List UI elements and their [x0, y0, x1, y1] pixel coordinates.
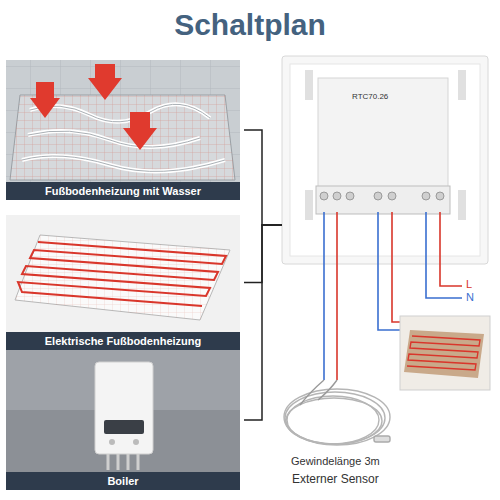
title: Schaltplan	[0, 8, 500, 42]
bracket-connector	[244, 130, 282, 225]
line-terminal: L	[466, 278, 472, 290]
panel-caption: Elektrische Fußbodenheizung	[6, 332, 240, 350]
picture-panel: Fußbodenheizung mit Wasser	[6, 60, 240, 200]
electric-floor-heating-picture	[6, 215, 240, 350]
neutral-terminal: N	[466, 291, 474, 303]
sensor-label: Externer Sensor	[292, 472, 379, 486]
model-number: RTC70.26	[352, 92, 388, 101]
picture-panel: Elektrische Fußbodenheizung	[6, 215, 240, 350]
water-floor-heating-picture	[6, 60, 240, 200]
thermostat-device: RTC70.26	[282, 56, 488, 264]
sensor-cable-coil	[284, 380, 390, 445]
picture-panel: Boiler	[6, 350, 240, 490]
panel-caption: Boiler	[6, 472, 240, 490]
boiler-picture	[6, 350, 240, 490]
cable-length: Gewindelänge 3m	[291, 455, 380, 467]
bracket-connector	[244, 225, 282, 420]
panel-caption: Fußbodenheizung mit Wasser	[6, 182, 240, 200]
bracket-connector	[244, 225, 282, 283]
floor-heating-thumbnail	[400, 316, 490, 390]
thermostat-housing	[282, 56, 488, 264]
